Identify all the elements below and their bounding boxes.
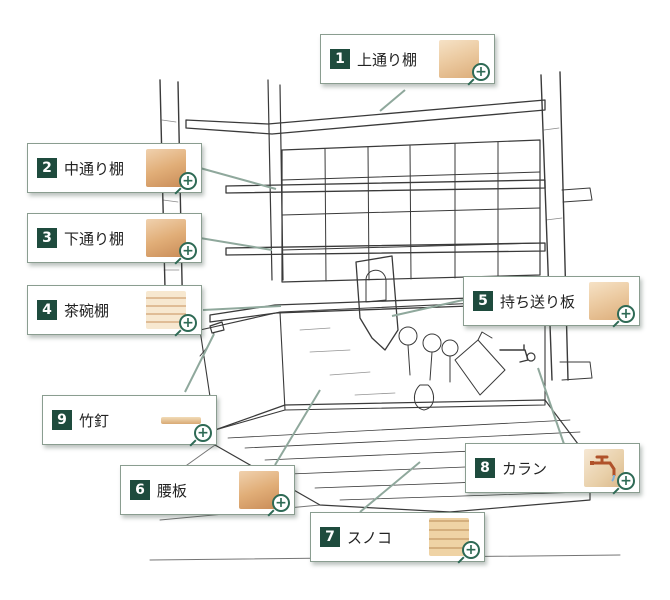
callout-label: 上通り棚 [357,50,418,69]
callout-label: 竹釘 [79,411,110,430]
faucet [499,344,529,363]
callout-number: 7 [320,527,340,547]
callout-label: 持ち送り板 [500,292,576,311]
callout-number: 9 [52,410,72,430]
zoom-plus-icon[interactable]: + [617,305,635,323]
callout-upper-shelf[interactable]: 1 上通り棚 + [320,34,495,84]
zoom-plus-icon[interactable]: + [179,314,197,332]
faucet-glyph [590,455,616,482]
callout-label: 茶碗棚 [64,301,110,320]
window-mullions-v [324,141,499,282]
callout-faucet[interactable]: 8 カラン + [465,443,640,493]
callout-bamboo-nail[interactable]: 9 竹釘 + [42,395,217,445]
callout-bracket-board[interactable]: 5 持ち送り板 + [463,276,640,326]
callout-label: スノコ [347,528,393,547]
back-wainscot [279,299,546,411]
callout-label: カラン [502,459,548,478]
callout-number: 5 [473,291,493,311]
zoom-plus-icon[interactable]: + [179,172,197,190]
utensil-ladle [398,326,418,346]
callout-number: 8 [475,458,495,478]
zoom-plus-icon[interactable]: + [472,63,490,81]
callout-duckboard[interactable]: 7 スノコ + [310,512,485,562]
top-shelf [185,99,546,135]
bamboo-nail [209,321,225,334]
zoom-plus-icon[interactable]: + [462,541,480,559]
middle-shelf [225,179,546,194]
callout-label: 下通り棚 [64,229,125,248]
window-frame [281,139,541,283]
right-post [540,71,569,381]
zoom-plus-icon[interactable]: + [272,494,290,512]
leader-lines [184,89,566,513]
lower-shelf [225,242,546,256]
zoom-plus-icon[interactable]: + [194,424,212,442]
callout-number: 3 [37,228,57,248]
callout-lower-shelf[interactable]: 3 下通り棚 + [27,213,202,263]
bracket-board [355,255,399,351]
callout-number: 1 [330,49,350,69]
callout-number: 4 [37,300,57,320]
callout-label: 腰板 [157,481,188,500]
callout-bowl-shelf[interactable]: 4 茶碗棚 + [27,285,202,335]
callout-number: 6 [130,480,150,500]
duckboard-slats [227,419,591,501]
zoom-plus-icon[interactable]: + [179,242,197,260]
zoom-plus-icon[interactable]: + [617,472,635,490]
callout-label: 中通り棚 [64,159,125,178]
callout-middle-shelf[interactable]: 2 中通り棚 + [27,143,202,193]
bowl-shelf [209,297,471,323]
callout-wainscot[interactable]: 6 腰板 + [120,465,295,515]
callout-number: 2 [37,158,57,178]
